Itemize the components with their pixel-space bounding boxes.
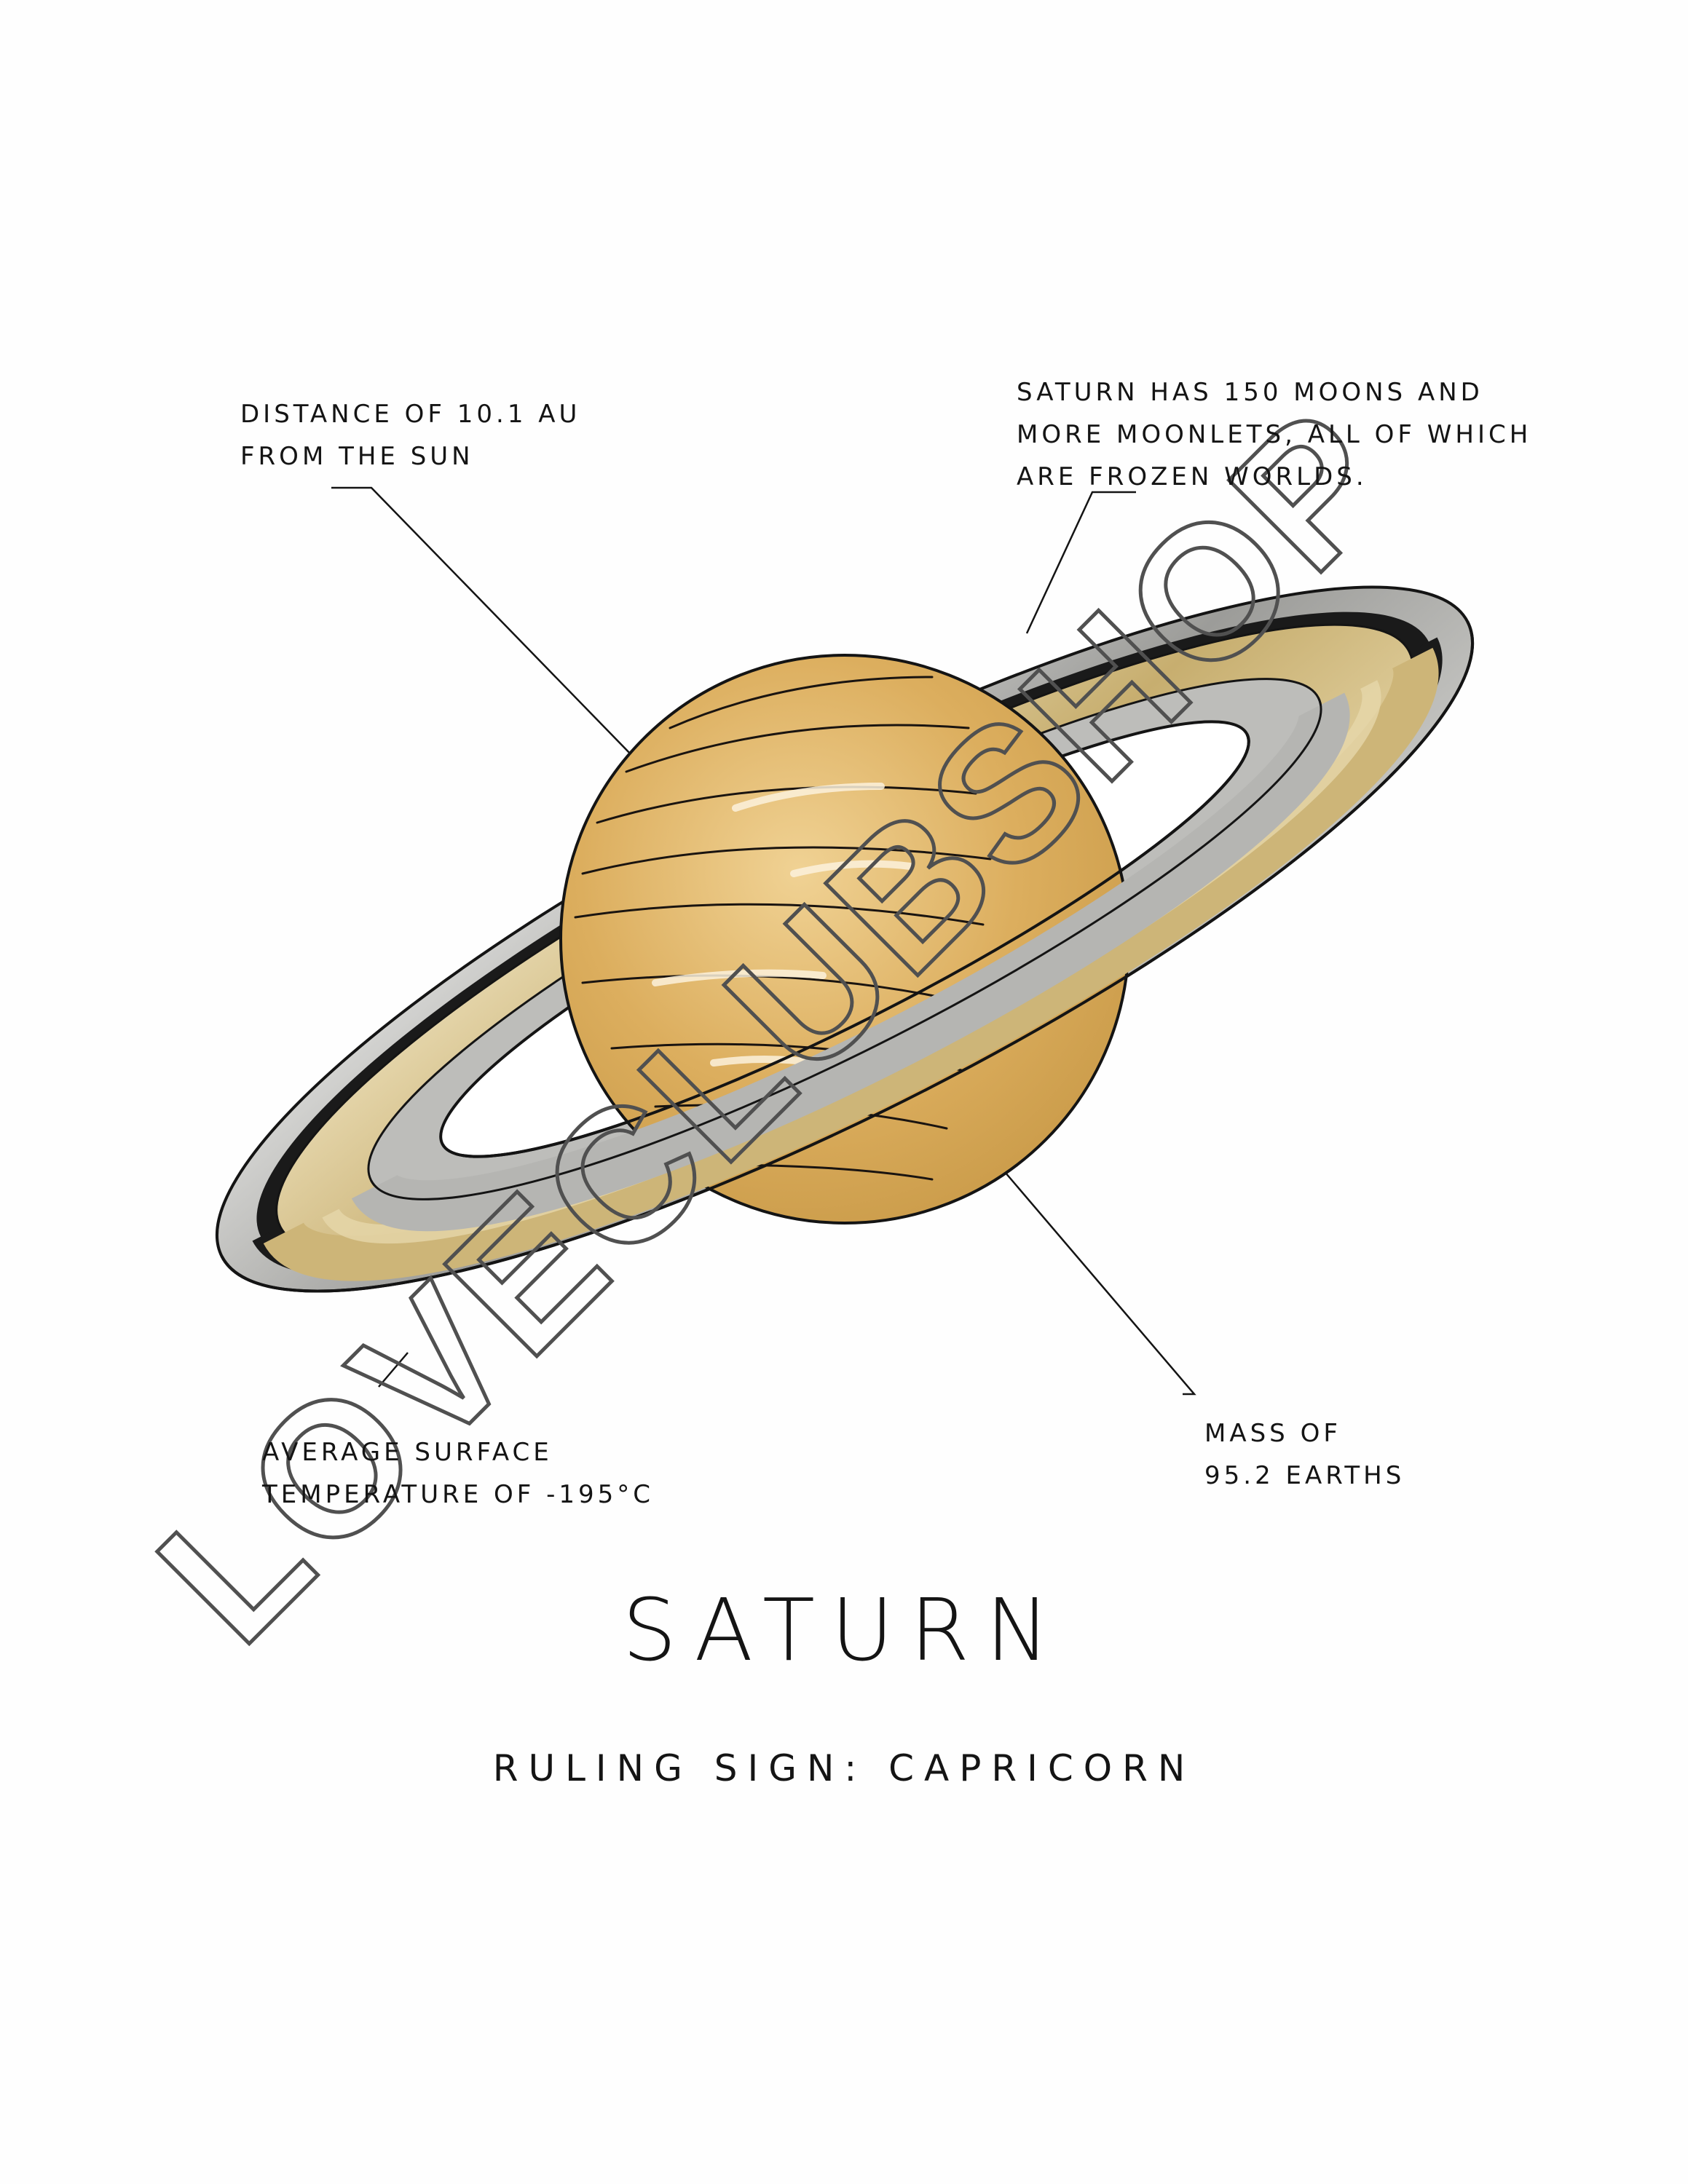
leader-line-temp bbox=[378, 1352, 409, 1388]
annotation-temperature: AVERAGE SURFACE TEMPERATURE OF -195°C bbox=[262, 1431, 654, 1516]
annotation-moons-line: SATURN HAS 150 MOONS AND bbox=[1017, 378, 1483, 407]
page-title: SATURN bbox=[622, 1580, 1066, 1680]
leader-line-moons bbox=[1025, 491, 1136, 634]
annotation-distance: DISTANCE OF 10.1 AU FROM THE SUN bbox=[240, 393, 580, 478]
leader-lines bbox=[331, 486, 1196, 1396]
leader-line-mass bbox=[1004, 1171, 1196, 1396]
annotation-moons-line: MORE MOONLETS, ALL OF WHICH bbox=[1017, 420, 1532, 449]
annotation-temperature-line: AVERAGE SURFACE bbox=[262, 1438, 553, 1467]
annotation-moons-line: ARE FROZEN WORLDS. bbox=[1017, 462, 1368, 491]
annotation-mass: MASS OF 95.2 EARTHS bbox=[1204, 1412, 1405, 1497]
annotation-distance-line: DISTANCE OF 10.1 AU bbox=[240, 400, 581, 429]
annotation-distance-line: FROM THE SUN bbox=[240, 442, 474, 471]
annotation-mass-line: MASS OF bbox=[1204, 1419, 1341, 1448]
annotation-moons: SATURN HAS 150 MOONS AND MORE MOONLETS, … bbox=[1017, 371, 1531, 498]
annotation-temperature-line: TEMPERATURE OF -195°C bbox=[262, 1480, 655, 1509]
annotation-mass-line: 95.2 EARTHS bbox=[1204, 1461, 1405, 1490]
ruling-sign-subtitle: RULING SIGN: CAPRICORN bbox=[492, 1747, 1196, 1789]
rings-front bbox=[220, 621, 1474, 1293]
leader-line-distance bbox=[331, 486, 634, 758]
